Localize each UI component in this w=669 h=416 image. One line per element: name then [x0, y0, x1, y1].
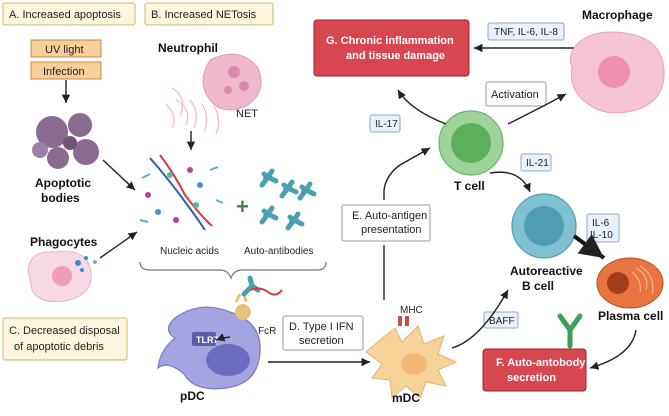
apoptotic-label-line2: bodies [41, 191, 80, 205]
arrow-mdc-to-tcell [383, 147, 431, 200]
autoreactive-label-line2: B cell [522, 279, 554, 293]
arrow-tcell-to-inflammation [397, 89, 447, 125]
autoreactive-label-line1: Autoreactive [510, 264, 583, 278]
baff-label-box: BAFF [483, 311, 519, 329]
arrow-tcell-to-bcell [489, 171, 531, 193]
box-auto-antigen: E. Auto-antigen presentation [341, 204, 431, 242]
plasma-cell-illustration [596, 257, 664, 309]
boxes-d-line2: secretion [299, 335, 344, 347]
boxes-uv: UV light [45, 44, 84, 56]
box-chronic-inflammation: G. Chronic inflammation and tissue damag… [313, 19, 470, 77]
net-label: NET [236, 108, 258, 120]
boxes-c-line1: C. Decreased disposal [9, 325, 120, 337]
labels-il6: IL-6 [592, 218, 610, 229]
tcell-illustration [438, 110, 504, 176]
arrow-plasma-to-autoantibody [589, 329, 637, 370]
phagocytes-label: Phagocytes [30, 235, 98, 249]
infection-box: Infection [30, 61, 102, 80]
arrow-bcell-to-plasma [572, 234, 606, 260]
nucleic-acids-illustration [139, 154, 224, 231]
antibody-icon [557, 313, 583, 349]
boxes-infection: Infection [43, 66, 85, 78]
labels-il17: IL-17 [375, 119, 398, 130]
apoptotic-label-line1: Apoptotic [35, 176, 91, 190]
il6-il10-box: IL-6 IL-10 [586, 213, 620, 243]
apoptotic-bodies-illustration [32, 113, 99, 169]
pdc-label: pDC [180, 389, 205, 403]
labels-il21: IL-21 [526, 158, 549, 169]
macrophage-label: Macrophage [582, 8, 653, 22]
tlr7-label: TLR7 [196, 335, 219, 345]
boxes-b: B. Increased NETosis [151, 9, 257, 21]
labels-baff: BAFF [489, 316, 515, 327]
neutrophil-illustration [165, 53, 262, 135]
arrow-apoptotic-to-nucleic [102, 159, 136, 191]
arrow-phagocytes-to-nucleic [99, 231, 138, 259]
boxes-g-line2: and tissue damage [346, 50, 445, 62]
box-type-i-ifn: D. Type I IFN secretion [282, 315, 364, 351]
pdc-cell-illustration [157, 275, 283, 390]
labels-il10: IL-10 [590, 230, 613, 241]
il17-box: IL-17 [369, 114, 401, 133]
fcr-label: FcR [258, 326, 276, 337]
neutrophil-label: Neutrophil [158, 41, 218, 55]
boxes-c-line2: of apoptotic debris [14, 341, 104, 353]
box-decreased-disposal: C. Decreased disposal of apoptotic debri… [2, 317, 128, 361]
plus-sign: + [236, 194, 249, 219]
activation-box: Activation [485, 81, 547, 107]
plasma-cell-label: Plasma cell [598, 309, 663, 323]
box-increased-apoptosis: A. Increased apoptosis [2, 2, 136, 26]
mhc-label: MHC [400, 305, 423, 316]
arrow-mdc-to-bcell [451, 289, 509, 349]
cytokine-tnf-box: TNF, IL-6, IL-8 [487, 22, 565, 41]
box-auto-antibody-secretion: F. Auto-antobody secretion [482, 348, 587, 392]
mdc-cell-illustration [365, 316, 458, 399]
arrow-tcell-to-macrophage [507, 93, 567, 125]
labels-activation: Activation [491, 89, 539, 101]
tcell-label: T cell [454, 179, 485, 193]
labels-cytokines-tnf: TNF, IL-6, IL-8 [494, 27, 558, 38]
boxes-d-line1: D. Type I IFN [289, 321, 354, 333]
uv-light-box: UV light [30, 39, 102, 58]
phagocyte-illustration [27, 250, 97, 303]
auto-antibodies-label: Auto-antibodies [244, 246, 314, 257]
arrow-fcr-to-tlr7 [215, 333, 231, 342]
nucleic-acids-label: Nucleic acids [160, 246, 219, 257]
boxes-a: A. Increased apoptosis [9, 9, 121, 21]
boxes-g-line1: G. Chronic inflammation [326, 35, 454, 47]
macrophage-illustration [569, 31, 665, 114]
bcell-illustration [511, 193, 577, 259]
auto-antibodies-illustration [259, 168, 317, 231]
boxes-e-line1: E. Auto-antigen [352, 210, 427, 222]
il21-box: IL-21 [520, 153, 552, 172]
box-increased-netosis: B. Increased NETosis [144, 2, 274, 26]
grouping-brace [139, 261, 327, 280]
boxes-f-line2: secretion [507, 372, 556, 384]
boxes-e-line2: presentation [361, 224, 422, 236]
mdc-label: mDC [392, 391, 420, 405]
boxes-f-line1: F. Auto-antobody [496, 357, 586, 369]
